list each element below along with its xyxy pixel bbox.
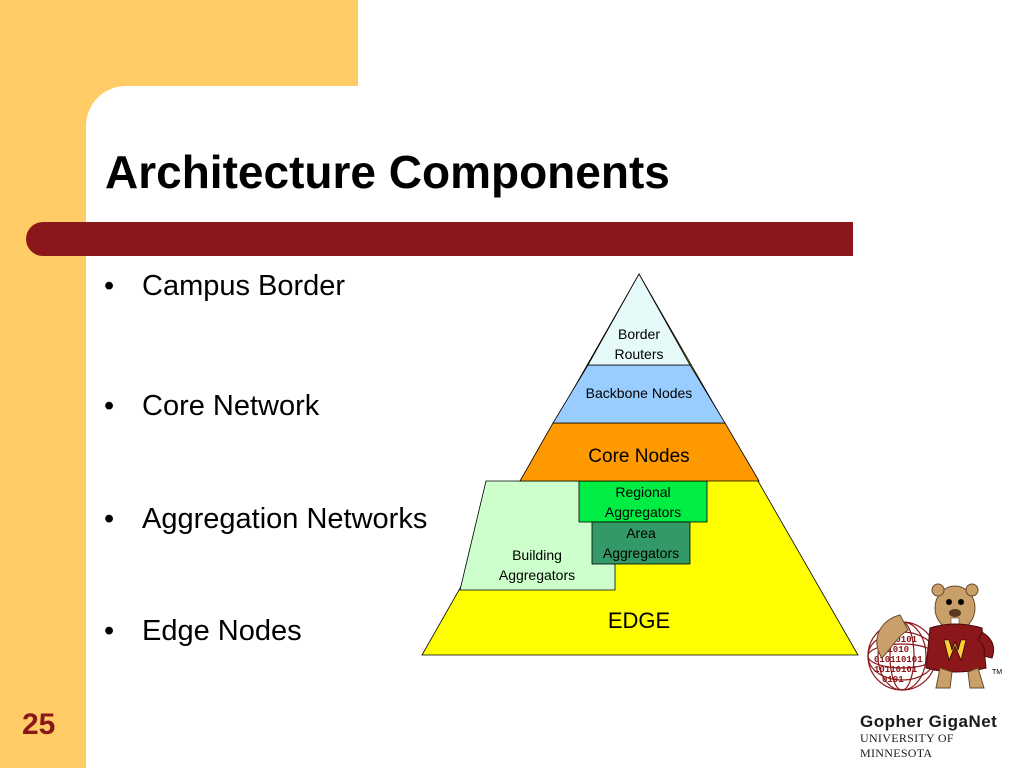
binary-row: 010110101 [874,655,923,665]
border-routers-label-line2: Routers [614,346,663,362]
gopher-mascot-logo: 10101 01010 010110101 10110101 0101 TM [867,583,1002,691]
gopher-icon [876,583,995,689]
bullet-text: Campus Border [142,270,346,302]
bullet-campus-border: •Campus Border [104,270,346,302]
binary-row: 10110101 [874,665,918,675]
border-routers-label-line1: Border [618,326,660,342]
area-aggregators-label-line1: Area [626,525,656,541]
gopher-giganet-wordmark: Gopher GigaNet UNIVERSITY OF MINNESOTA [860,712,1020,761]
core-nodes-label: Core Nodes [588,446,689,467]
regional-aggregators-label-line1: Regional [615,484,670,500]
trademark-mark: TM [992,669,1002,676]
architecture-pyramid: Border Routers Backbone Nodes Core Nodes… [421,273,859,656]
backbone-nodes-label: Backbone Nodes [586,385,693,401]
area-aggregators-label-line2: Aggregators [603,545,679,561]
page-number: 25 [22,708,56,741]
regional-aggregators-box [578,480,708,523]
building-aggregators-label-line1: Building [512,547,562,563]
bullet-core-network: •Core Network [104,390,320,422]
bullet-text: Core Network [142,390,320,422]
binary-row: 10101 [890,635,918,645]
edge-label: EDGE [608,608,670,633]
regional-aggregators-label-line2: Aggregators [605,504,681,520]
left-accent-bar [0,0,86,768]
logo-name: Gopher GigaNet [860,712,998,731]
binary-digits: 10101 01010 010110101 10110101 0101 [874,635,923,685]
area-aggregators-box [591,521,691,565]
binary-row: 01010 [882,645,909,655]
slide-title: Architecture Components [105,146,670,198]
bullet-edge-nodes: •Edge Nodes [104,615,302,647]
binary-row: 0101 [882,675,904,685]
bullet-text: Aggregation Networks [142,503,428,535]
bullet-text: Edge Nodes [142,615,302,647]
bullet-aggregation-networks: •Aggregation Networks [104,503,428,535]
building-aggregators-label-line2: Aggregators [499,567,575,583]
border-routers-layer [587,273,691,366]
logo-university: UNIVERSITY OF MINNESOTA [860,731,954,760]
title-divider-bar [26,222,853,256]
